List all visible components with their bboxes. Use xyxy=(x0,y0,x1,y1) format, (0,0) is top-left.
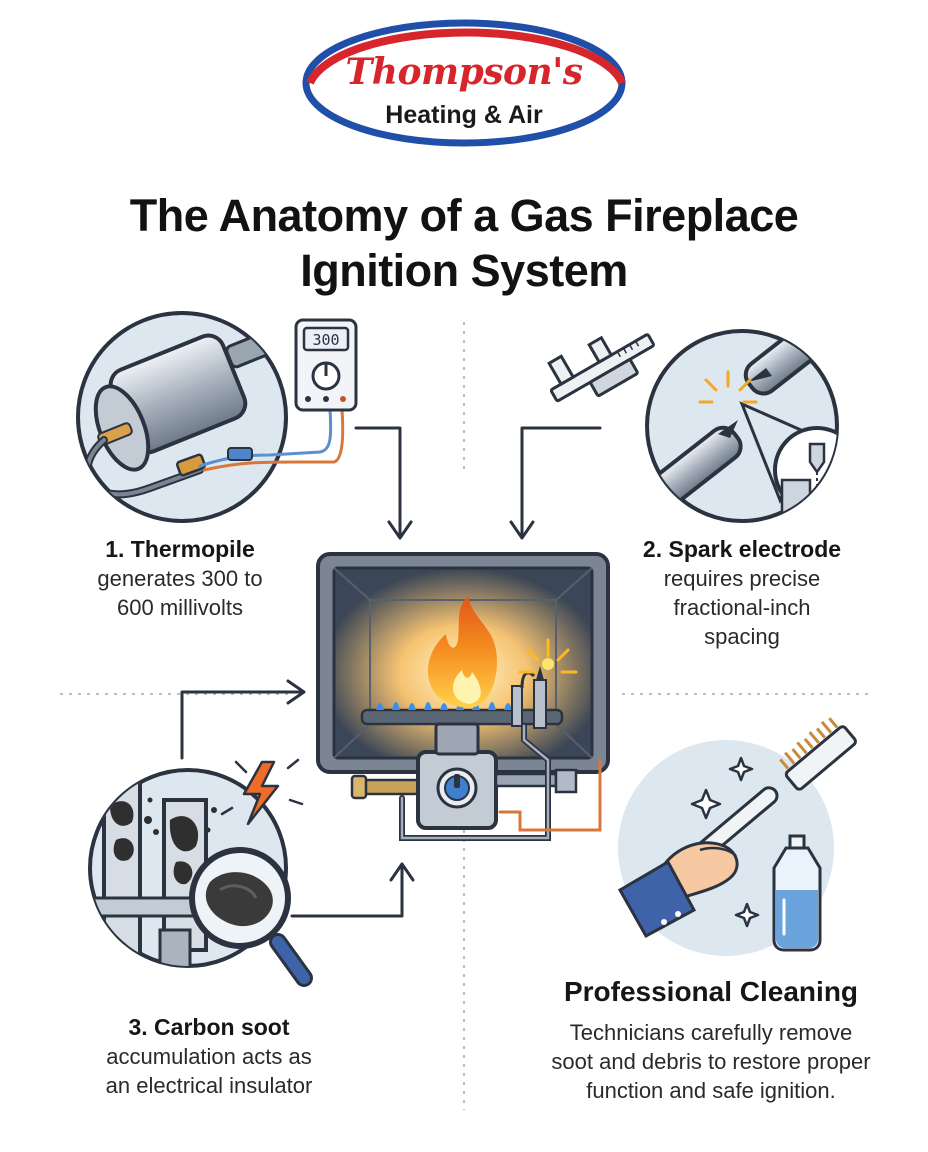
magnifier-icon xyxy=(189,847,313,987)
flow-arrows xyxy=(180,426,602,918)
cleaning-text-line: Technicians carefully remove xyxy=(569,1020,853,1045)
section-spark-electrode: 2. Spark electrode requires precise frac… xyxy=(618,534,866,651)
company-logo xyxy=(302,19,626,147)
page-title-line2: Ignition System xyxy=(300,245,628,296)
spark-electrode-heading: 2. Spark electrode xyxy=(642,536,842,562)
dotted-dividers xyxy=(60,322,872,1110)
spray-bottle-icon xyxy=(772,834,822,952)
spark-burst xyxy=(698,370,758,404)
logo-brand: Thompson's xyxy=(345,51,583,93)
cleaning-heading: Professional Cleaning xyxy=(563,976,859,1007)
section-cleaning: Professional Cleaning Technicians carefu… xyxy=(506,974,916,1105)
spark-electrode-text-line: spacing xyxy=(704,624,780,649)
section-thermopile: 1. Thermopile generates 300 to 600 milli… xyxy=(60,534,300,622)
cleaning-text-line: soot and debris to restore proper xyxy=(551,1049,871,1074)
section-carbon-soot: 3. Carbon soot accumulation acts as an e… xyxy=(64,1012,354,1100)
thermopile-heading: 1. Thermopile xyxy=(105,536,255,562)
caliper-icon xyxy=(547,333,655,403)
lightning-icon xyxy=(220,758,304,826)
page-title: The Anatomy of a Gas Fireplace Ignition … xyxy=(40,188,888,298)
page-title-line1: The Anatomy of a Gas Fireplace xyxy=(129,190,799,241)
cleaning-text-line: function and safe ignition. xyxy=(586,1078,836,1103)
meter-display: 300 xyxy=(312,331,339,349)
fireplace-icon xyxy=(316,552,610,841)
thermopile-wires xyxy=(198,408,345,472)
spark-electrode-text-line: fractional-inch xyxy=(673,595,811,620)
soot-icon xyxy=(88,768,288,968)
spark-electrode-icon xyxy=(645,329,839,523)
logo-tagline: Heating & Air xyxy=(385,101,543,129)
spark-electrode-text-line: requires precise xyxy=(663,566,821,591)
thermopile-text-line: 600 millivolts xyxy=(117,595,243,620)
thermopile-text-line: generates 300 to xyxy=(97,566,263,591)
thermopile-icon xyxy=(76,311,288,523)
carbon-soot-heading: 3. Carbon soot xyxy=(128,1014,290,1040)
multimeter-icon: 300 xyxy=(294,318,358,412)
carbon-soot-text-line: accumulation acts as xyxy=(106,1044,312,1069)
carbon-soot-text-line: an electrical insulator xyxy=(105,1073,313,1098)
